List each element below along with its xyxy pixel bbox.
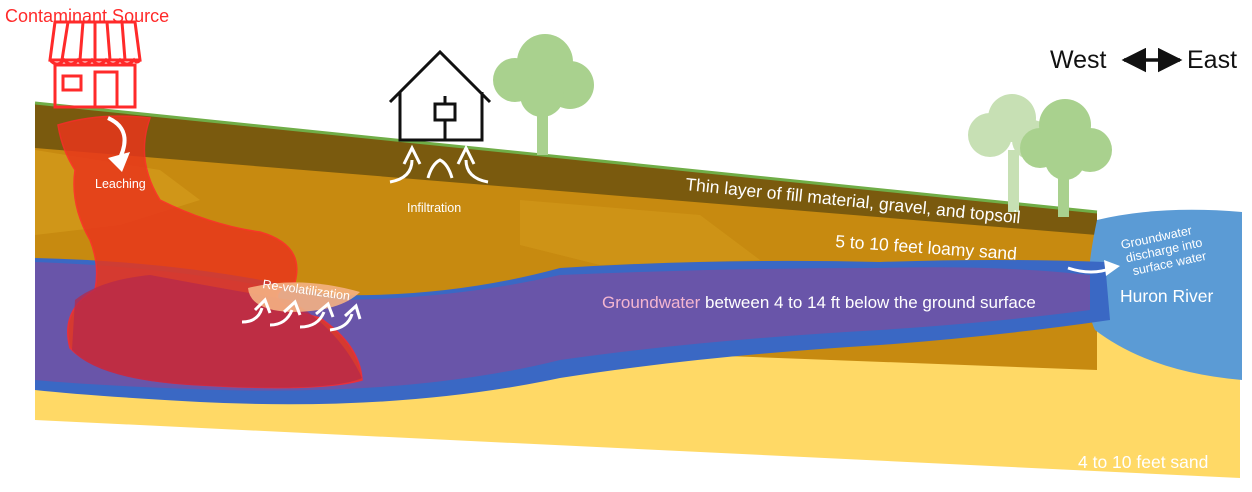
west-label: West <box>1050 46 1107 74</box>
discharge-label: Groundwater discharge into surface water <box>1120 223 1208 278</box>
huron-river <box>1087 209 1242 380</box>
sand-layer-label: 4 to 10 feet sand <box>1078 452 1208 472</box>
fill-layer <box>35 103 1097 235</box>
infiltration-arrows <box>389 144 489 184</box>
revolatilization-zone <box>248 282 360 312</box>
revolatilization-arrows <box>241 297 362 332</box>
contaminant-source-label: Contaminant Source <box>5 6 169 26</box>
tree-icon <box>1020 99 1112 217</box>
infiltration-label: Infiltration <box>407 201 461 215</box>
leaching-arrow <box>107 116 130 172</box>
contaminant-source-icon <box>48 20 142 109</box>
groundwater-label: Groundwater between 4 to 14 ft below the… <box>602 293 1036 312</box>
east-label: East <box>1187 46 1237 74</box>
tree-icon <box>493 34 594 155</box>
leaching-label: Leaching <box>95 177 146 191</box>
discharge-arrow <box>1067 260 1120 276</box>
ground-surface-line <box>34 101 1098 214</box>
house-icon <box>388 49 492 142</box>
huron-river-label: Huron River <box>1120 286 1214 306</box>
loamy-sand-patch <box>520 200 760 265</box>
